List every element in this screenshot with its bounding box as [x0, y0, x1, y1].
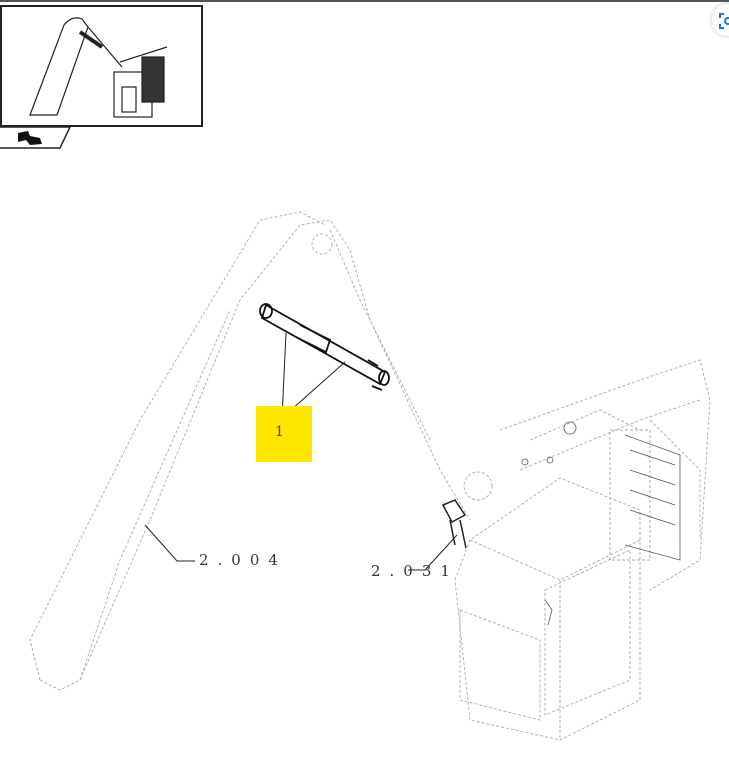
reference-boom[interactable]: 2.004 — [199, 551, 287, 569]
reference-cab-hose[interactable]: 2.031 — [371, 562, 459, 580]
back-tab[interactable] — [0, 126, 72, 150]
part-1-highlight[interactable] — [256, 406, 312, 462]
excavator-thumbnail-icon — [29, 17, 168, 118]
back-arrow-icon — [18, 131, 42, 145]
overview-thumbnail[interactable] — [0, 5, 203, 127]
pin-part-1 — [259, 303, 390, 391]
image-search-lens-icon — [719, 13, 729, 29]
cab-outline — [454, 359, 711, 741]
top-border — [0, 0, 729, 2]
cab-detail — [521, 421, 681, 626]
boom-outline — [29, 211, 493, 691]
image-search-button[interactable] — [712, 4, 729, 36]
hose-part — [441, 499, 467, 549]
callout-part-1[interactable]: 1 — [275, 424, 284, 440]
